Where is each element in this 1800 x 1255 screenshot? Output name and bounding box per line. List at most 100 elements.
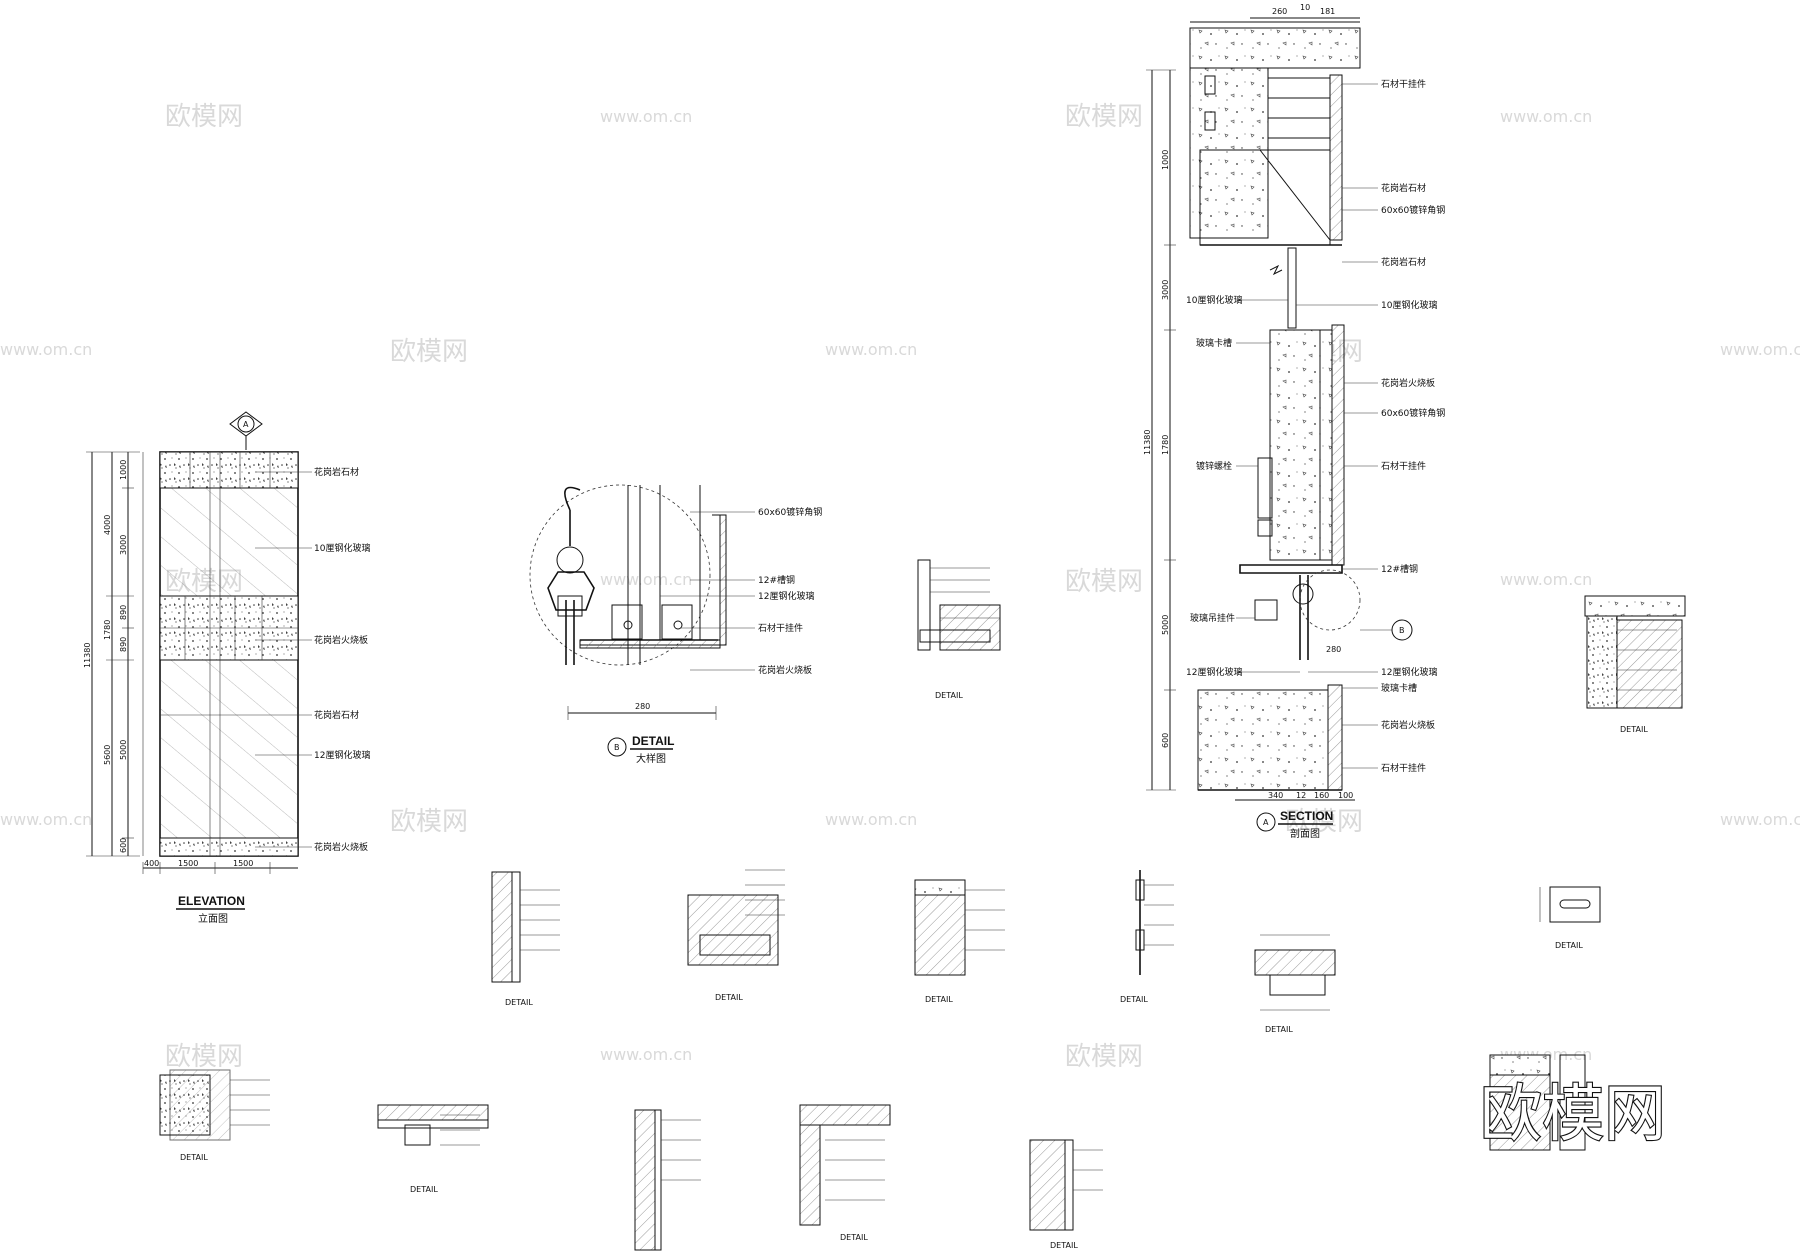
dim: 340 [1268, 791, 1283, 800]
label: 玻璃卡槽 [1196, 337, 1232, 349]
dim: 181 [1320, 7, 1335, 16]
detail-caption: DETAIL [935, 691, 963, 700]
dim: 11380 [83, 643, 92, 668]
label: 12厘钢化玻璃 [1186, 666, 1242, 678]
label: 花岗岩石材 [314, 466, 359, 478]
label: 60x60镀锌角钢 [758, 506, 822, 518]
small-detail: DETAIL [687, 869, 785, 1002]
label: 镀锌螺栓 [1196, 460, 1232, 472]
label: 花岗岩火烧板 [1381, 377, 1435, 389]
marker-label: A [243, 420, 249, 429]
label: 12厘钢化玻璃 [758, 590, 814, 602]
watermark-url: www.om.cn [1720, 810, 1800, 829]
label: 60x60镀锌角钢 [1381, 407, 1445, 419]
label: 花岗岩火烧板 [1381, 719, 1435, 731]
small-details: DETAIL DETAIL DETAIL DETAIL [159, 559, 1686, 1251]
label: 石材干挂件 [1381, 460, 1426, 472]
dim: 280 [635, 702, 650, 711]
section-marker-a: A [229, 411, 263, 450]
watermark-brand: 欧模网 [1065, 102, 1143, 132]
small-detail [1489, 1054, 1586, 1151]
watermark-brand: 欧模网 [390, 337, 468, 367]
label: 12厘钢化玻璃 [1381, 666, 1437, 678]
label: 石材干挂件 [1381, 78, 1426, 90]
small-detail: DETAIL [914, 879, 1005, 1004]
small-detail: DETAIL [491, 871, 560, 1007]
callout-label: B [1399, 626, 1405, 635]
detail-caption: DETAIL [1620, 725, 1648, 734]
dim: 5000 [1161, 615, 1170, 635]
watermark-url: www.om.cn [600, 1045, 692, 1064]
elevation-drawing: A 花岗岩石材 10厘钢化玻璃 花岗岩火烧板 花岗岩石材 12厘钢化玻璃 花岗岩… [83, 411, 370, 925]
label: 12厘钢化玻璃 [314, 749, 370, 761]
dim: 890 [119, 637, 128, 652]
small-detail: DETAIL [1254, 934, 1336, 1034]
label: 12#槽钢 [1381, 563, 1418, 575]
watermark-brand: 欧模网 [165, 102, 243, 132]
drawing-title: ELEVATION [178, 894, 245, 908]
dim: 10 [1300, 3, 1310, 12]
brand-logo: 欧模网 [1479, 1076, 1667, 1151]
watermark-url: www.om.cn [1500, 570, 1592, 589]
drawing-subtitle: 剖面图 [1290, 827, 1320, 840]
watermark-url: www.om.cn [0, 810, 92, 829]
watermark-url: www.om.cn [1720, 340, 1800, 359]
dim: 890 [119, 605, 128, 620]
dim: 4000 [103, 515, 112, 535]
dim: 1500 [233, 859, 253, 868]
label: 12#槽钢 [758, 574, 795, 586]
dim: 1000 [119, 460, 128, 480]
drawing-title: SECTION [1280, 809, 1333, 823]
detail-caption: DETAIL [180, 1153, 208, 1162]
small-detail: DETAIL [377, 1104, 489, 1194]
small-detail: DETAIL [799, 1104, 891, 1242]
detail-b-drawing: 60x60镀锌角钢 12#槽钢 12厘钢化玻璃 石材干挂件 花岗岩火烧板 280… [529, 484, 822, 765]
watermark-url: www.om.cn [600, 570, 692, 589]
watermark-url: www.om.cn [825, 810, 917, 829]
label: 10厘钢化玻璃 [314, 542, 370, 554]
detail-caption: DETAIL [505, 998, 533, 1007]
detail-caption: DETAIL [1265, 1025, 1293, 1034]
watermark-brand: 欧模网 [1285, 807, 1363, 837]
watermark-brand: 欧模网 [165, 1042, 243, 1072]
dim: 12 [1296, 791, 1306, 800]
marker-label: B [614, 743, 620, 752]
dim: 5600 [103, 745, 112, 765]
small-detail: DETAIL [917, 559, 1001, 700]
dim: 3000 [119, 535, 128, 555]
label: 60x60镀锌角钢 [1381, 204, 1445, 216]
small-detail [634, 1109, 701, 1251]
label: 花岗岩火烧板 [758, 664, 812, 676]
label: 花岗岩石材 [1381, 256, 1426, 268]
watermark-url: www.om.cn [1500, 107, 1592, 126]
detail-caption: DETAIL [1050, 1241, 1078, 1250]
watermark-url: www.om.cn [600, 107, 692, 126]
logo-text: 欧模网 [1480, 1077, 1666, 1150]
small-detail: DETAIL [1584, 595, 1686, 734]
dim: 280 [1326, 645, 1341, 654]
label: 10厘钢化玻璃 [1381, 299, 1437, 311]
watermark-url: www.om.cn [825, 340, 917, 359]
dim: 400 [144, 859, 159, 868]
marker-label: A [1263, 818, 1269, 827]
drawing-subtitle: 立面图 [198, 912, 228, 925]
dim: 1000 [1161, 150, 1170, 170]
dim: 100 [1338, 791, 1353, 800]
label: 花岗岩火烧板 [314, 634, 368, 646]
dim: 3000 [1161, 280, 1170, 300]
section-a-drawing: 11380 1000 3000 1780 5000 600 260 10 181… [1143, 3, 1445, 840]
dim: 1500 [178, 859, 198, 868]
label: 花岗岩火烧板 [314, 841, 368, 853]
small-detail: DETAIL [159, 1069, 270, 1162]
dim: 260 [1272, 7, 1287, 16]
label: 玻璃卡槽 [1381, 682, 1417, 694]
watermark-brand: 欧模网 [390, 807, 468, 837]
dim: 5000 [119, 740, 128, 760]
drawing-title: DETAIL [632, 734, 674, 748]
dim: 11380 [1143, 430, 1152, 455]
small-detail: DETAIL [1120, 870, 1174, 1004]
watermark-url: www.om.cn [0, 340, 92, 359]
small-detail: DETAIL [1029, 1139, 1103, 1250]
detail-caption: DETAIL [1555, 941, 1583, 950]
